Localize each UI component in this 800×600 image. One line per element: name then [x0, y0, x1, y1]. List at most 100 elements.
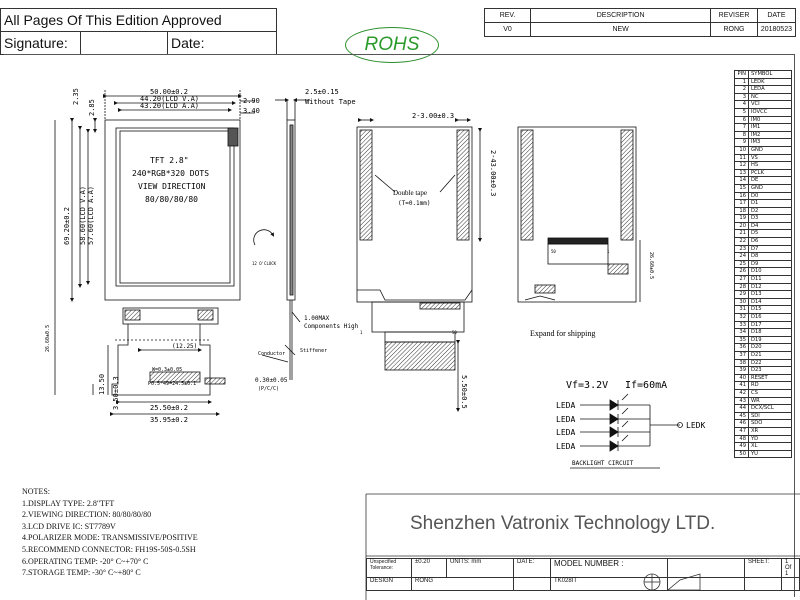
dim-3595: 35.95±0.2 [150, 416, 188, 424]
pin-symbol: YD [748, 434, 792, 444]
pin-number: 26 [734, 267, 749, 277]
pin-symbol: D7 [748, 244, 792, 254]
pin-symbol: RD [748, 381, 792, 390]
pin-symbol: D14 [748, 297, 792, 307]
backlight-circuit [570, 393, 683, 469]
pin-symbol: D2 [748, 206, 792, 216]
note-item: 7.STORAGE TEMP: -30° C~+80° C [22, 568, 141, 578]
dim-tape-gap: 2-3.00±0.3 [412, 112, 454, 120]
dim-lcd-va-v: 58.60(LCD V.A) [79, 186, 87, 245]
pin-symbol: IM3 [748, 138, 792, 147]
backlight-vf: Vf=3.2V [566, 380, 608, 391]
units-label: UNITS: mm [446, 558, 514, 578]
panel-line4: 80/80/80/80 [145, 195, 198, 204]
fpc-top [122, 307, 219, 325]
pin-number: 38 [734, 358, 749, 368]
note-item: 1.DISPLAY TYPE: 2.8"TFT [22, 498, 115, 508]
pin-symbol: YU [748, 449, 792, 459]
tape-left [359, 129, 373, 241]
pin-symbol: VCI [748, 100, 792, 109]
pin-number: 40 [734, 373, 749, 383]
pin-number: 43 [734, 396, 749, 406]
pin-number: 20 [734, 221, 749, 231]
pin-number: 15 [734, 183, 749, 193]
leda-3: LEDA [556, 428, 575, 437]
lcd-va-outline [115, 127, 235, 287]
double-tape: Double tape [393, 189, 427, 197]
pin-header: PIN [734, 70, 749, 79]
dim-tape-len: 2-43.00±0.3 [489, 150, 497, 196]
signature-label: Signature: [0, 31, 81, 55]
pin-symbol: D6 [748, 237, 792, 246]
pin-symbol: GND [748, 183, 792, 193]
dim-left-small: 26.60±0.5 [45, 325, 51, 352]
dim-height: 69.20±0.2 [63, 207, 71, 245]
pin-number: 9 [734, 138, 749, 147]
company-name: Shenzhen Vatronix Technology LTD. [410, 513, 716, 534]
front-view [54, 90, 255, 416]
fpc-w: W=0.3±0.05 [152, 367, 182, 373]
pin-symbol: D22 [748, 358, 792, 368]
pin-symbol: PCLK [748, 168, 792, 178]
pin-symbol: D11 [748, 275, 792, 284]
pin-symbol: D17 [748, 320, 792, 330]
pin-number: 46 [734, 419, 749, 428]
notes-title: NOTES: [22, 487, 50, 496]
date-label[interactable]: Date: [167, 31, 277, 55]
leda-2: LEDA [556, 415, 575, 424]
tape-right [456, 129, 470, 241]
dim-lcd-aa-v: 57.60(LCD A.A) [87, 186, 95, 245]
sheet-label: SHEET: [744, 558, 782, 578]
fpc-tail [111, 324, 211, 396]
dim-bottom: 5.50±0.5 [460, 375, 468, 409]
pin-number: 42 [734, 388, 749, 398]
pin-symbol: D9 [748, 259, 792, 269]
dim-lcd-aa: 43.20(LCD A.A) [140, 102, 199, 110]
drawing-border [4, 54, 795, 597]
pin-symbol: D23 [748, 366, 792, 375]
note-item: 3.LCD DRIVE IC: ST7789V [22, 521, 116, 531]
approved-text: All Pages Of This Edition Approved [0, 8, 277, 32]
pin-symbol: D3 [748, 214, 792, 223]
dim-lcd-va: 44.20(LCD V.A) [140, 95, 199, 103]
dim-350: 3.50±0.3 [112, 376, 120, 410]
pin-number: 36 [734, 343, 749, 352]
pin-number: 29 [734, 290, 749, 299]
pin-symbol: D12 [748, 282, 792, 292]
pin-number: 37 [734, 350, 749, 360]
panel-line2: 240*RGB*320 DOTS [132, 169, 209, 178]
pin-number: 23 [734, 244, 749, 254]
pin-number: 17 [734, 199, 749, 208]
pin-number: 33 [734, 320, 749, 330]
dim-285: 2.85 [88, 99, 96, 116]
backlight-caption: BACKLIGHT CIRCUIT [572, 460, 634, 467]
note-item: 5.RECOMMEND CONNECTOR: FH19S-50S-0.5SH [22, 544, 196, 554]
note-item: 2.VIEWING DIRECTION: 80/80/80/80 [22, 510, 152, 520]
description-value: NEW [530, 22, 712, 37]
